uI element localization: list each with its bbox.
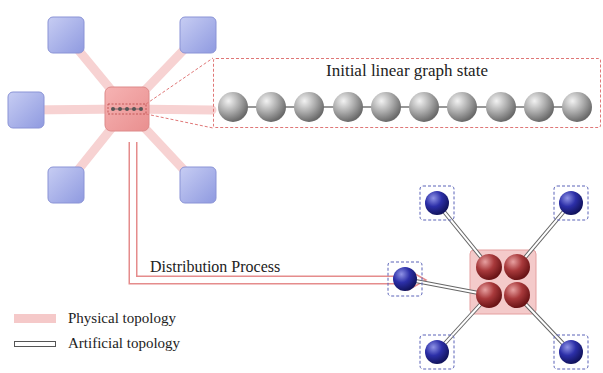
state-frame: Initial linear graph state — [213, 58, 601, 128]
blue-qubits — [393, 191, 583, 364]
artificial-links — [405, 203, 571, 352]
legend-swatch — [14, 314, 56, 323]
zoom-frame — [108, 104, 146, 114]
mini-chain — [111, 107, 143, 111]
zoom-lines — [146, 58, 213, 128]
legend-item: Artificial topology — [14, 335, 180, 352]
dashed-frames — [388, 186, 588, 369]
linear-chain — [218, 92, 592, 122]
hub — [105, 87, 149, 131]
red-qubits — [476, 254, 530, 308]
blue-nodes — [8, 17, 216, 203]
frame-title: Initial linear graph state — [214, 61, 600, 81]
legend-line-sample — [14, 339, 56, 349]
process-label: Distribution Process — [150, 258, 280, 276]
physical-links — [26, 35, 212, 185]
legend-text: Physical topology — [68, 310, 176, 327]
legend-text: Artificial topology — [68, 335, 180, 352]
legend-item: Physical topology — [14, 310, 176, 327]
distribution-arrow — [133, 142, 426, 290]
